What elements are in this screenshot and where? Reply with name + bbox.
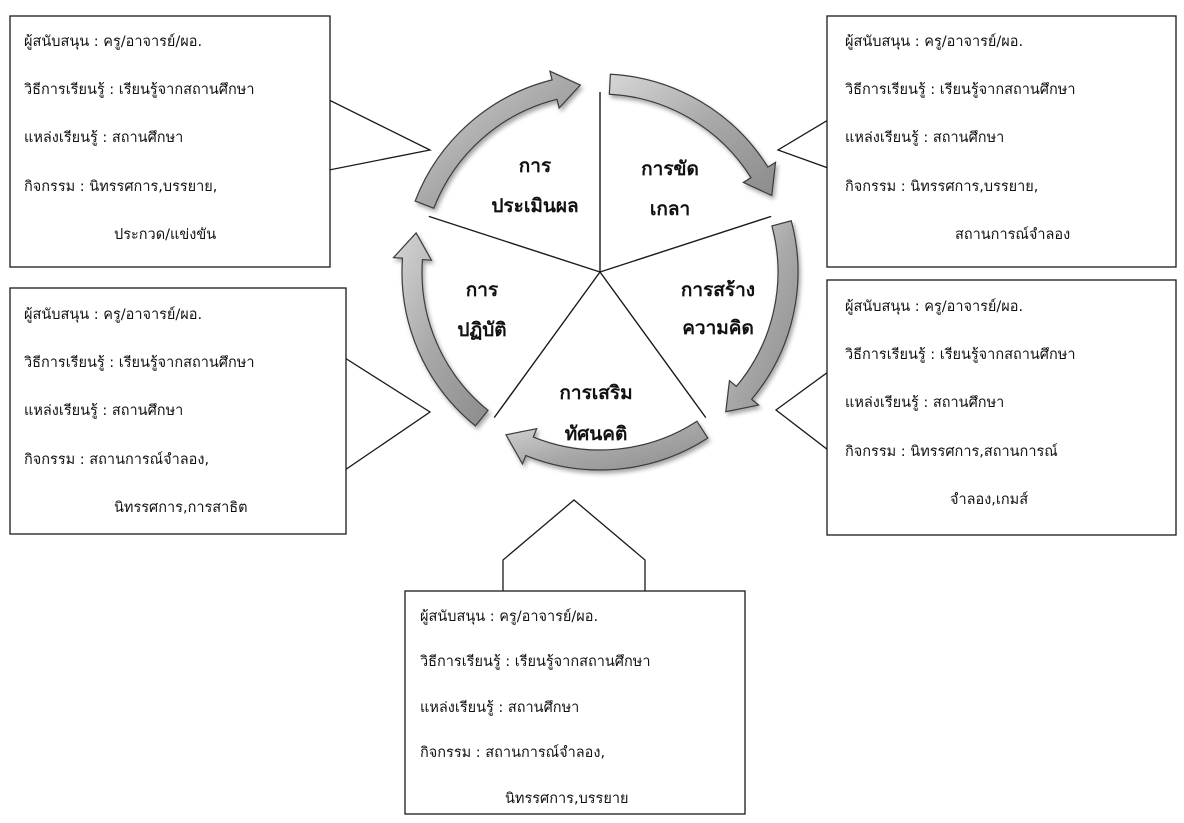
source-text: แหล่งเรียนรู้ : สถานศึกษา bbox=[420, 700, 580, 716]
activity-cont-text: นิทรรศการ,การสาธิต bbox=[114, 500, 248, 516]
cycle-arrows bbox=[392, 70, 799, 471]
segment-practice-label: การ ปฏิบัติ bbox=[457, 279, 506, 341]
activity-cont-text: ประกวด/แข่งขัน bbox=[114, 227, 217, 243]
cycle-arrow-practice bbox=[392, 231, 489, 427]
wedge-divider bbox=[428, 215, 601, 273]
method-text: วิธีการเรียนรู้ : เรียนรู้จากสถานศึกษา bbox=[420, 654, 651, 670]
svg-text:ทัศนคติ: ทัศนคติ bbox=[565, 423, 628, 445]
callout-pointer-top-right bbox=[776, 78, 829, 238]
source-text: แหล่งเรียนรู้ : สถานศึกษา bbox=[24, 130, 184, 146]
svg-text:การเสริม: การเสริม bbox=[559, 382, 632, 404]
method-text: วิธีการเรียนรู้ : เรียนรู้จากสถานศึกษา bbox=[845, 347, 1076, 363]
callout-box-mid-right bbox=[826, 279, 1177, 536]
segment-evaluation-label: การ ประเมินผล bbox=[491, 155, 578, 217]
callout-box-mid-left bbox=[9, 287, 347, 535]
wedge-divider bbox=[599, 215, 772, 273]
callout-pointer-mid-right bbox=[774, 342, 829, 478]
activity-text: กิจกรรม : นิทรรศการ,บรรยาย, bbox=[24, 179, 218, 195]
activity-text: กิจกรรม : สถานการณ์จำลอง, bbox=[420, 745, 606, 761]
activity-text: กิจกรรม : นิทรรศการ,บรรยาย, bbox=[845, 179, 1039, 195]
wedge-divider bbox=[493, 271, 601, 419]
cycle-arrow-refine bbox=[608, 73, 777, 197]
cycle-wedges bbox=[428, 92, 772, 419]
callout-box-bottom bbox=[404, 590, 746, 815]
activity-cont-text: สถานการณ์จำลอง bbox=[955, 227, 1071, 243]
activity-text: กิจกรรม : สถานการณ์จำลอง, bbox=[24, 452, 210, 468]
segment-refine-label: การขัด เกลา bbox=[641, 158, 699, 220]
cycle-arrow-evaluation bbox=[414, 70, 582, 209]
svg-text:เกลา: เกลา bbox=[650, 198, 690, 220]
source-text: แหล่งเรียนรู้ : สถานศึกษา bbox=[845, 395, 1005, 411]
method-text: วิธีการเรียนรู้ : เรียนรู้จากสถานศึกษา bbox=[24, 82, 255, 98]
source-text: แหล่งเรียนรู้ : สถานศึกษา bbox=[24, 403, 184, 419]
supporter-text: ผู้สนับสนุน : ครู/อาจารย์/ผอ. bbox=[24, 34, 203, 50]
activity-cont-text: จำลอง,เกมส์ bbox=[950, 492, 1029, 508]
callout-pointer-top-left bbox=[328, 48, 433, 232]
cycle-arrow-attitude bbox=[505, 420, 709, 471]
supporter-text: ผู้สนับสนุน : ครู/อาจารย์/ผอ. bbox=[24, 307, 203, 323]
callout-box-top-right bbox=[826, 15, 1177, 268]
svg-text:การ: การ bbox=[519, 155, 552, 177]
activity-cont-text: นิทรรศการ,บรรยาย bbox=[505, 791, 629, 807]
method-text: วิธีการเรียนรู้ : เรียนรู้จากสถานศึกษา bbox=[24, 355, 255, 371]
callout-pointer-bottom bbox=[502, 499, 646, 593]
activity-text: กิจกรรม : นิทรรศการ,สถานการณ์ bbox=[845, 444, 1058, 460]
cycle-arrow-thinking bbox=[725, 220, 799, 413]
supporter-text: ผู้สนับสนุน : ครู/อาจารย์/ผอ. bbox=[845, 299, 1024, 315]
supporter-text: ผู้สนับสนุน : ครู/อาจารย์/ผอ. bbox=[420, 609, 599, 625]
source-text: แหล่งเรียนรู้ : สถานศึกษา bbox=[845, 130, 1005, 146]
method-text: วิธีการเรียนรู้ : เรียนรู้จากสถานศึกษา bbox=[845, 82, 1076, 98]
wedge-divider bbox=[599, 271, 707, 419]
supporter-text: ผู้สนับสนุน : ครู/อาจารย์/ผอ. bbox=[845, 34, 1024, 50]
svg-text:การ: การ bbox=[466, 279, 499, 301]
segment-attitude-label: การเสริม ทัศนคติ bbox=[559, 382, 632, 445]
callout-pointer-mid-left bbox=[344, 330, 432, 498]
callout-box-top-left bbox=[9, 15, 331, 268]
svg-text:การขัด: การขัด bbox=[641, 158, 699, 180]
svg-text:ความคิด: ความคิด bbox=[682, 317, 754, 339]
svg-text:ประเมินผล: ประเมินผล bbox=[491, 195, 578, 217]
svg-text:ปฏิบัติ: ปฏิบัติ bbox=[457, 319, 506, 341]
segment-thinking-label: การสร้าง ความคิด bbox=[681, 279, 755, 339]
svg-text:การสร้าง: การสร้าง bbox=[681, 279, 755, 301]
